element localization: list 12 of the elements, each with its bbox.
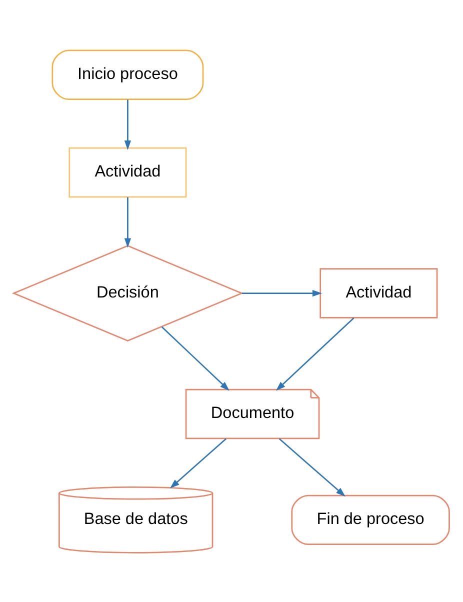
arrow [161, 326, 230, 390]
node-box: Actividad [320, 268, 438, 318]
arrow [124, 99, 132, 150]
node-box: Fin de proceso [291, 494, 450, 545]
node-box: Actividad [68, 146, 187, 198]
node-diamond: Decisión [12, 244, 244, 341]
arrow [278, 438, 346, 496]
arrow [276, 316, 354, 390]
arrow [124, 196, 132, 248]
node-box: Inicio proceso [52, 49, 204, 100]
arrow [242, 289, 322, 296]
arrow [170, 438, 226, 488]
